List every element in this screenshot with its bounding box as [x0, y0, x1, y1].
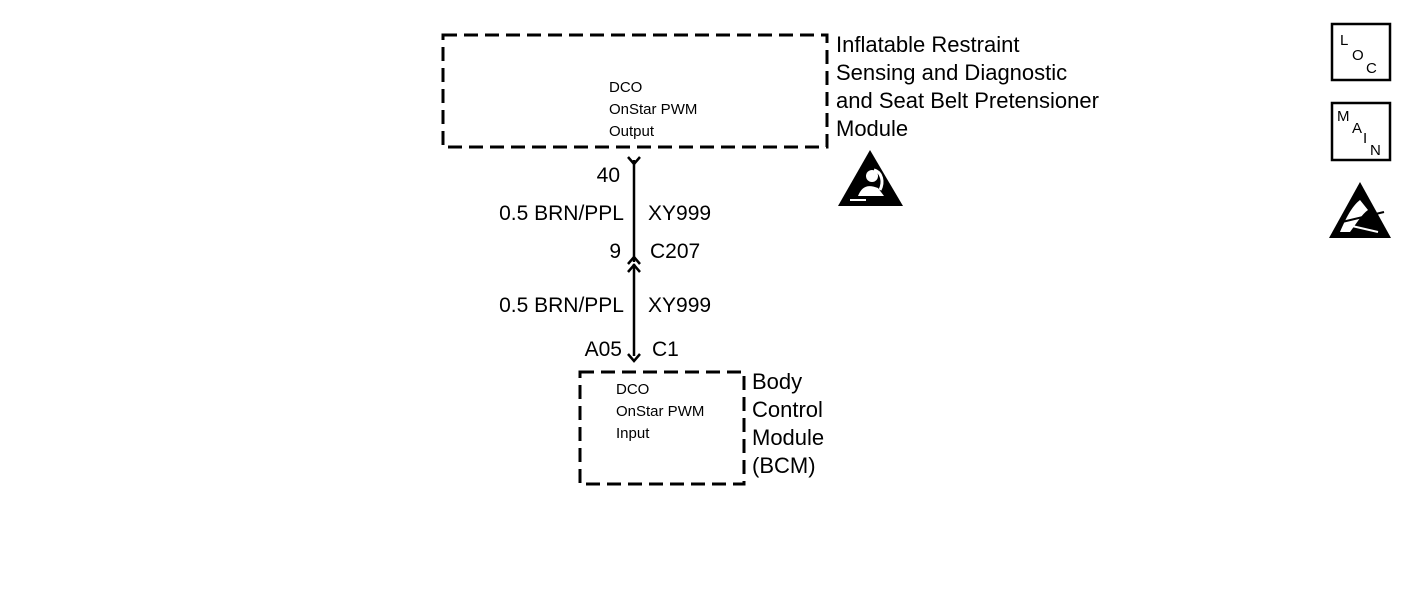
lower-module-name-1: Body	[752, 369, 802, 394]
upper-module-box	[441, 33, 829, 149]
upper-signal-line-3: Output	[609, 123, 655, 140]
svg-text:C: C	[1366, 60, 1377, 77]
upper-pin-label: 40	[597, 164, 620, 187]
lower-pin-label: A05	[585, 338, 622, 361]
svg-text:N: N	[1370, 142, 1381, 159]
lower-module-box	[578, 370, 746, 486]
lower-wire-circuit: XY999	[648, 294, 711, 317]
lower-signal-line-1: DCO	[616, 381, 649, 398]
loc-icon[interactable]: L O C	[1330, 22, 1392, 82]
connector-name: C207	[650, 240, 700, 263]
lower-signal-line-2: OnStar PWM	[616, 403, 704, 420]
upper-module-name-1: Inflatable Restraint	[836, 32, 1019, 57]
upper-signal-line-1: DCO	[609, 79, 642, 96]
main-icon[interactable]: M A I N	[1330, 101, 1392, 162]
upper-signal-line-2: OnStar PWM	[609, 101, 697, 118]
svg-text:A: A	[1352, 120, 1362, 137]
upper-module-name-4: Module	[836, 116, 908, 141]
lower-module-name-3: Module	[752, 425, 824, 450]
upper-module-name-2: Sensing and Diagnostic	[836, 60, 1067, 85]
svg-text:O: O	[1352, 47, 1364, 64]
upper-wire-circuit: XY999	[648, 202, 711, 225]
lower-signal-line-3: Input	[616, 425, 650, 442]
airbag-warning-icon	[838, 150, 903, 206]
svg-text:L: L	[1340, 32, 1348, 49]
lower-wire-gauge-color: 0.5 BRN/PPL	[499, 294, 624, 317]
lower-connector-label: C1	[652, 338, 679, 361]
svg-text:I: I	[1363, 130, 1367, 147]
pin-a05-terminal	[627, 353, 641, 363]
lower-module-name-2: Control	[752, 397, 823, 422]
upper-wire-gauge-color: 0.5 BRN/PPL	[499, 202, 624, 225]
connector-pin-label: 9	[609, 240, 621, 263]
upper-module-name-3: and Seat Belt Pretensioner	[836, 88, 1099, 113]
svg-text:M: M	[1337, 108, 1350, 125]
esd-warning-icon	[1329, 182, 1391, 238]
lower-module-name-4: (BCM)	[752, 453, 816, 478]
